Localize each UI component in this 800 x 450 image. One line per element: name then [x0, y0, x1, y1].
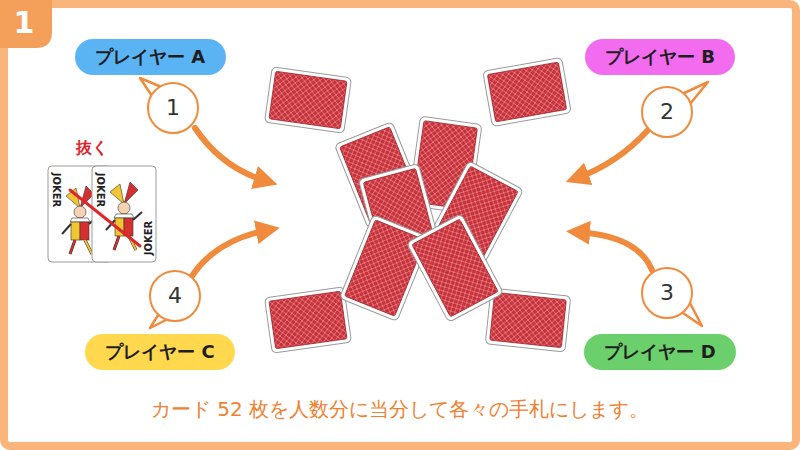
player-name: プレイヤー B	[605, 47, 715, 67]
step-tab	[0, 0, 52, 48]
order-bubble: 3	[641, 267, 693, 319]
order-bubble: 1	[147, 82, 199, 134]
card-index: JOKER	[51, 173, 61, 208]
order-bubble: 4	[149, 270, 201, 322]
joker-cards	[48, 166, 156, 262]
cross-out	[70, 190, 140, 246]
deal-arrows	[192, 128, 652, 276]
player-name: プレイヤー D	[604, 342, 715, 362]
order-number: 3	[660, 281, 674, 305]
order-number: 4	[168, 284, 182, 308]
player-label: プレイヤー B	[585, 39, 735, 75]
player-name: プレイヤー C	[105, 342, 214, 362]
remove-note: 抜く	[76, 140, 108, 156]
card-index: JOKER	[144, 221, 154, 256]
order-bubble: 2	[641, 86, 693, 138]
bubble-tails	[140, 78, 708, 328]
order-number: 1	[166, 96, 180, 120]
order-number: 2	[660, 100, 674, 124]
player-name: プレイヤー A	[95, 47, 205, 67]
step-number: 1	[14, 8, 35, 38]
frame	[4, 4, 796, 446]
card-index: JOKER	[95, 173, 105, 208]
player-label: プレイヤー A	[75, 39, 226, 75]
player-label: プレイヤー D	[584, 334, 736, 370]
card-pile	[334, 116, 523, 322]
caption: カード 52 枚を人数分に当分して各々の手札にします。	[151, 397, 649, 421]
player-label: プレイヤー C	[85, 334, 235, 370]
hand-cards	[264, 57, 571, 353]
